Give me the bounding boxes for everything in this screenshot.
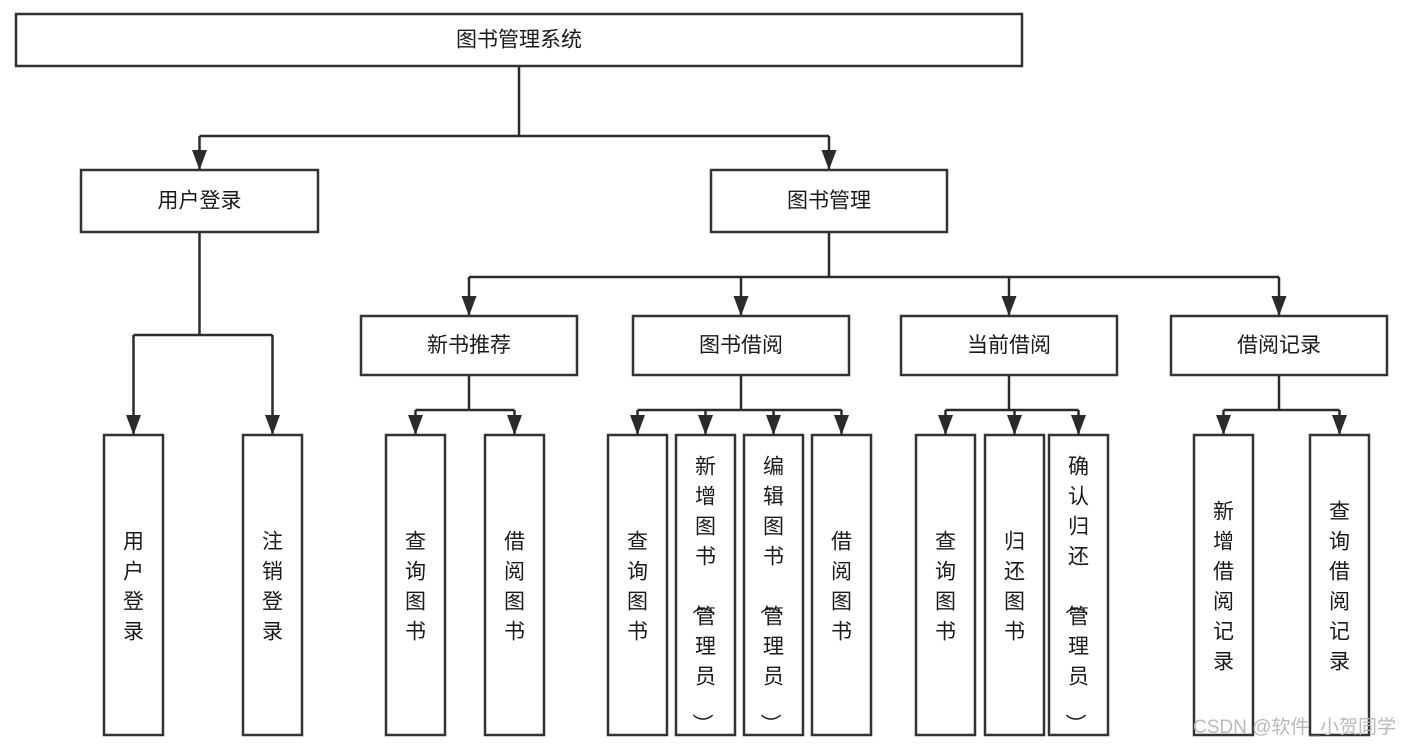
- node-boxes: 图书管理系统用户登录图书管理新书推荐图书借阅当前借阅借阅记录用户登录注销登录查询…: [14, 12, 1389, 737]
- node-leaf-borrow-book-recommend[interactable]: 借阅图书: [483, 433, 546, 737]
- node-label-leaf-add-book: 新增图书（管理员）: [690, 455, 716, 734]
- arrow-head-leaf-logout: [265, 415, 280, 435]
- node-label-leaf-query-book-borrow: 查询图书: [627, 530, 648, 643]
- node-label-book-borrow: 图书借阅: [699, 334, 783, 357]
- arrow-head-user-login: [192, 150, 207, 170]
- arrow-head-leaf-confirm-return: [1071, 415, 1086, 435]
- arrow-head-leaf-return-book: [1007, 415, 1022, 435]
- node-box-leaf-query-book-current[interactable]: [914, 433, 977, 737]
- node-label-current-borrow: 当前借阅: [967, 334, 1051, 357]
- node-leaf-add-book[interactable]: 新增图书（管理员）: [674, 433, 737, 737]
- arrow-head-leaf-query-book-borrow: [630, 415, 645, 435]
- node-leaf-edit-book[interactable]: 编辑图书（管理员）: [742, 433, 805, 737]
- node-label-new-book-recommend: 新书推荐: [427, 334, 511, 357]
- node-label-leaf-borrow-book: 借阅图书: [831, 530, 852, 643]
- arrow-head-current-borrow: [1001, 296, 1017, 316]
- node-label-leaf-edit-book: 编辑图书（管理员）: [758, 455, 784, 734]
- node-box-leaf-user-login[interactable]: [102, 433, 165, 737]
- node-box-leaf-edit-book[interactable]: [742, 433, 805, 737]
- arrow-head-leaf-borrow-book-recommend: [507, 415, 522, 435]
- node-label-borrow-record: 借阅记录: [1237, 334, 1321, 357]
- node-leaf-return-book[interactable]: 归还图书: [983, 433, 1046, 737]
- node-leaf-borrow-book[interactable]: 借阅图书: [810, 433, 873, 737]
- node-borrow-record[interactable]: 借阅记录: [1169, 314, 1389, 377]
- node-box-leaf-query-book-borrow[interactable]: [606, 433, 669, 737]
- node-leaf-user-login[interactable]: 用户登录: [102, 433, 165, 737]
- node-label-leaf-confirm-return: 确认归还（管理员）: [1063, 455, 1089, 734]
- node-label-leaf-query-book-recommend: 查询图书: [405, 530, 426, 643]
- node-label-leaf-return-book: 归还图书: [1004, 530, 1025, 643]
- arrow-head-leaf-query-book-current: [938, 415, 953, 435]
- node-box-leaf-confirm-return[interactable]: [1047, 433, 1110, 737]
- node-leaf-query-book-recommend[interactable]: 查询图书: [384, 433, 447, 737]
- node-box-new-book-recommend[interactable]: [359, 314, 579, 377]
- node-label-user-login: 用户登录: [158, 190, 242, 213]
- node-label-leaf-query-book-current: 查询图书: [935, 530, 956, 643]
- node-box-borrow-record[interactable]: [1169, 314, 1389, 377]
- node-box-book-borrow[interactable]: [631, 314, 851, 377]
- node-leaf-query-book-current[interactable]: 查询图书: [914, 433, 977, 737]
- node-current-borrow[interactable]: 当前借阅: [899, 314, 1119, 377]
- node-label-leaf-user-login: 用户登录: [123, 530, 144, 643]
- arrow-head-leaf-query-book-recommend: [408, 415, 423, 435]
- node-box-user-login[interactable]: [79, 168, 320, 234]
- node-leaf-query-book-borrow[interactable]: 查询图书: [606, 433, 669, 737]
- node-root[interactable]: 图书管理系统: [14, 12, 1024, 68]
- arrow-head-book-management: [821, 150, 837, 170]
- node-label-leaf-query-borrow-record: 查询借阅记录: [1329, 500, 1350, 673]
- node-book-borrow[interactable]: 图书借阅: [631, 314, 851, 377]
- node-book-management[interactable]: 图书管理: [709, 168, 949, 234]
- node-box-root[interactable]: [14, 12, 1024, 68]
- node-label-root: 图书管理系统: [456, 29, 582, 52]
- node-box-leaf-borrow-book[interactable]: [810, 433, 873, 737]
- arrow-head-leaf-edit-book: [766, 415, 781, 435]
- arrow-head-book-borrow: [733, 296, 749, 316]
- node-box-current-borrow[interactable]: [899, 314, 1119, 377]
- watermark-label: CSDN @软件_小贺同学: [1193, 716, 1396, 738]
- arrow-head-new-book-recommend: [461, 296, 477, 316]
- node-leaf-logout[interactable]: 注销登录: [241, 433, 304, 737]
- node-leaf-add-borrow-record[interactable]: 新增借阅记录: [1192, 433, 1255, 737]
- node-leaf-confirm-return[interactable]: 确认归还（管理员）: [1047, 433, 1110, 737]
- arrow-head-leaf-query-borrow-record: [1332, 415, 1347, 435]
- arrow-head-leaf-user-login: [126, 415, 141, 435]
- node-box-leaf-return-book[interactable]: [983, 433, 1046, 737]
- node-label-leaf-logout: 注销登录: [262, 530, 283, 643]
- node-label-leaf-borrow-book-recommend: 借阅图书: [504, 530, 525, 643]
- node-box-book-management[interactable]: [709, 168, 949, 234]
- node-box-leaf-add-borrow-record[interactable]: [1192, 433, 1255, 737]
- connector-lines: [126, 66, 1347, 435]
- node-leaf-query-borrow-record[interactable]: 查询借阅记录: [1308, 433, 1371, 737]
- arrow-head-leaf-add-book: [698, 415, 713, 435]
- node-new-book-recommend[interactable]: 新书推荐: [359, 314, 579, 377]
- node-box-leaf-add-book[interactable]: [674, 433, 737, 737]
- arrow-head-borrow-record: [1271, 296, 1287, 316]
- node-box-leaf-borrow-book-recommend[interactable]: [483, 433, 546, 737]
- node-label-leaf-add-borrow-record: 新增借阅记录: [1213, 500, 1234, 673]
- arrow-head-leaf-borrow-book: [834, 415, 849, 435]
- node-box-leaf-logout[interactable]: [241, 433, 304, 737]
- arrow-head-leaf-add-borrow-record: [1216, 415, 1231, 435]
- node-box-leaf-query-borrow-record[interactable]: [1308, 433, 1371, 737]
- node-user-login[interactable]: 用户登录: [79, 168, 320, 234]
- node-label-book-management: 图书管理: [787, 190, 871, 213]
- node-box-leaf-query-book-recommend[interactable]: [384, 433, 447, 737]
